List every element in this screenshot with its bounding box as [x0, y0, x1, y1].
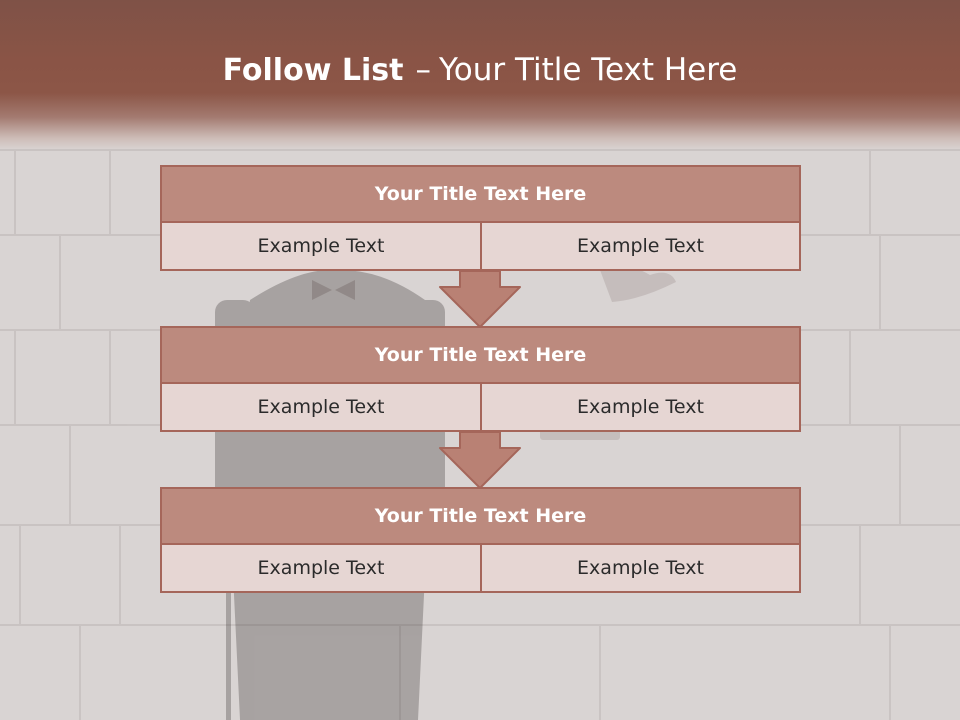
title-subtitle-part: Your Title Text Here	[438, 52, 738, 88]
step-left-text: Example Text	[162, 384, 482, 430]
step-right-text: Example Text	[482, 545, 799, 591]
step-box-1: Your Title Text Here Example Text Exampl…	[160, 165, 801, 271]
step-left-text: Example Text	[162, 545, 482, 591]
step-title: Your Title Text Here	[162, 328, 799, 384]
step-box-2: Your Title Text Here Example Text Exampl…	[160, 326, 801, 432]
step-title: Your Title Text Here	[162, 167, 799, 223]
step-right-text: Example Text	[482, 223, 799, 269]
down-arrow-icon	[439, 270, 521, 328]
title-dash: –	[415, 52, 431, 88]
step-title: Your Title Text Here	[162, 489, 799, 545]
step-left-text: Example Text	[162, 223, 482, 269]
header-band	[0, 0, 960, 150]
title-bold-part: Follow List	[222, 53, 404, 88]
step-box-3: Your Title Text Here Example Text Exampl…	[160, 487, 801, 593]
step-right-text: Example Text	[482, 384, 799, 430]
down-arrow-icon	[439, 431, 521, 489]
slide-title: Follow List–Your Title Text Here	[0, 52, 960, 88]
